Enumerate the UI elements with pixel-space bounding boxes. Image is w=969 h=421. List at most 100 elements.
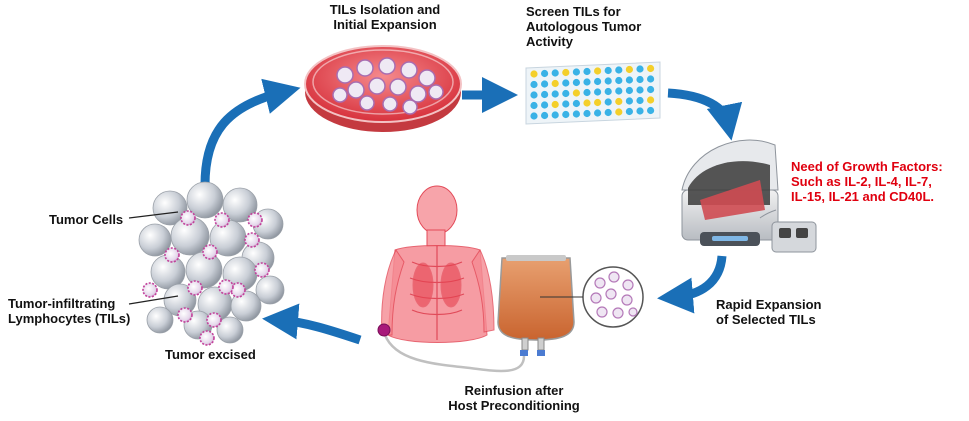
label-screen-tils: Screen TILs for Autologous Tumor Activit…: [526, 4, 642, 49]
til-cell: [180, 210, 196, 226]
label-tumor-cells: Tumor Cells: [49, 212, 124, 227]
plate-well: [594, 77, 602, 86]
til-cell: [187, 280, 203, 296]
plate-well: [541, 101, 549, 109]
plate-well: [615, 87, 623, 95]
til-cell: [218, 279, 234, 295]
plate-well: [572, 89, 581, 97]
arrow-plate-to-bioreactor: [667, 88, 743, 141]
plate-well: [583, 67, 591, 76]
plate-well: [594, 109, 602, 117]
dish-cells: [332, 57, 444, 115]
tumor-cell: [216, 316, 244, 344]
plate-well: [583, 99, 591, 107]
label-reinfusion: Reinfusion after Host Preconditioning: [448, 383, 580, 413]
plate-well: [530, 101, 538, 110]
tumor-cell: [222, 187, 258, 223]
plate-well: [604, 87, 612, 96]
label-tumor-excised: Tumor excised: [165, 347, 256, 362]
plate-well: [551, 100, 559, 109]
plate-well: [615, 66, 623, 74]
cycle-arrows: [200, 77, 743, 345]
plate-well: [583, 88, 591, 97]
til-cell: [142, 282, 158, 298]
plate-well: [625, 97, 634, 105]
plate-well: [572, 68, 581, 76]
plate-well: [551, 69, 559, 77]
plate-well: [594, 88, 602, 96]
plate-well: [541, 90, 549, 99]
til-cell: [177, 307, 193, 323]
plate-well: [615, 76, 623, 85]
plate-well: [572, 99, 581, 108]
plate-well: [562, 100, 570, 108]
plate-well: [594, 98, 602, 107]
tumor-cell: [255, 275, 285, 305]
til-cell: [199, 330, 215, 346]
plate-well: [625, 107, 634, 116]
arrow-bioreactor-to-cells: [657, 255, 727, 314]
plate-well: [562, 79, 570, 87]
tumor-cell: [152, 190, 188, 226]
tumor-cell: [186, 181, 224, 219]
plate-well: [541, 111, 549, 120]
plate-well: [530, 91, 538, 99]
til-cell: [206, 312, 222, 328]
well-plate-icon: [525, 61, 661, 125]
arrow-up-to-dish: [200, 78, 301, 186]
plate-well: [530, 70, 538, 78]
plate-well: [551, 90, 559, 98]
human-body-icon: [377, 185, 495, 343]
tumor-cell: [230, 290, 262, 322]
plate-well: [541, 69, 549, 78]
plate-well: [562, 89, 570, 98]
til-cell: [254, 262, 270, 278]
label-tils-isolation: TILs Isolation and Initial Expansion: [329, 2, 441, 32]
plate-well: [583, 78, 591, 86]
tumor-cluster-icon: [138, 181, 285, 346]
plate-well: [625, 65, 634, 74]
plate-well: [594, 67, 602, 75]
til-cell: [202, 244, 218, 260]
til-cell: [230, 282, 246, 298]
petri-dish-icon: [304, 45, 462, 132]
plate-well: [562, 110, 570, 119]
plate-well: [636, 96, 644, 105]
plate-well: [583, 109, 591, 118]
til-cell: [244, 232, 260, 248]
bioreactor-icon: [681, 139, 817, 253]
plate-well: [572, 110, 581, 118]
plate-well: [647, 106, 655, 115]
plate-well: [636, 86, 644, 94]
plate-well: [530, 80, 538, 89]
plate-well: [647, 96, 655, 104]
plate-well: [636, 65, 644, 73]
plate-well: [604, 77, 612, 85]
plate-well: [647, 64, 655, 73]
plate-well: [636, 75, 644, 84]
plate-well: [530, 112, 538, 120]
til-cell: [247, 212, 263, 228]
label-growth-factors: Need of Growth Factors: Such as IL-2, IL…: [791, 159, 943, 204]
til-cell: [214, 212, 230, 228]
plate-well: [551, 79, 559, 88]
plate-well: [562, 68, 570, 77]
plate-well: [625, 76, 634, 84]
infusion-bag-icon: [383, 255, 583, 373]
label-rapid-expansion: Rapid Expansion of Selected TILs: [716, 297, 822, 327]
plate-well: [572, 78, 581, 87]
plate-well: [604, 98, 612, 106]
label-leader-lines: [128, 211, 179, 305]
plate-well: [647, 75, 655, 83]
label-tils: Tumor-infiltrating Lymphocytes (TILs): [8, 296, 131, 326]
arrow-body-to-tumor: [262, 303, 362, 345]
plate-well: [636, 107, 644, 115]
plate-well: [604, 66, 612, 75]
plate-well: [625, 86, 634, 95]
til-cell: [164, 247, 180, 263]
cell-circle-icon: [582, 266, 644, 328]
tumor-cell: [138, 223, 172, 257]
plate-well: [541, 80, 549, 88]
plate-well: [551, 111, 559, 119]
